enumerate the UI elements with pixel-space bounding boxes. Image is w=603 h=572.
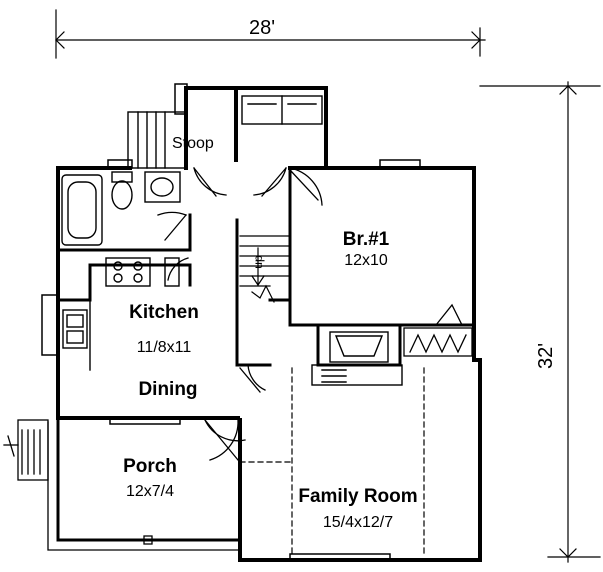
porch-size: 12x7/4 <box>126 483 174 500</box>
porch <box>56 418 242 542</box>
depth-label: 32' <box>535 343 557 369</box>
family-room-name: Family Room <box>298 486 417 507</box>
bath-fixtures <box>61 171 181 246</box>
width-label: 28' <box>249 17 275 39</box>
bedroom-closet <box>403 303 473 357</box>
width-dimension-line <box>55 9 486 59</box>
laundry-units <box>241 95 323 125</box>
windows <box>41 83 421 561</box>
stairs-up-label: up <box>251 255 265 269</box>
porch-name: Porch <box>123 456 177 477</box>
porch-rail <box>3 419 241 551</box>
fireplace <box>311 331 403 386</box>
family-room-size: 15/4x12/7 <box>323 514 393 531</box>
kitchen-size: 11/8x11 <box>137 339 192 356</box>
bedroom-name: Br.#1 <box>343 229 390 250</box>
door-swings <box>157 167 323 461</box>
beam-lines <box>239 367 425 555</box>
kitchen-fixtures <box>62 257 180 371</box>
depth-dimension-line <box>479 81 601 563</box>
stairs <box>239 235 289 303</box>
kitchen-name: Kitchen <box>129 302 199 323</box>
stoop-steps <box>127 111 187 169</box>
bedroom-size: 12x10 <box>344 252 388 269</box>
dining-name: Dining <box>138 379 197 400</box>
stoop-label: Stoop <box>172 135 214 152</box>
